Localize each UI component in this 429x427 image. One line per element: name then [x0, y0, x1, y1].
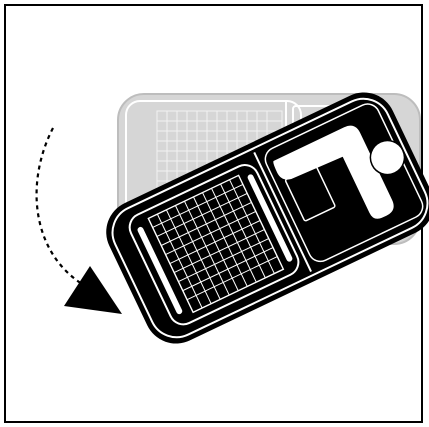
rotation-arrow-icon — [64, 266, 122, 314]
rotation-arc — [37, 128, 82, 284]
